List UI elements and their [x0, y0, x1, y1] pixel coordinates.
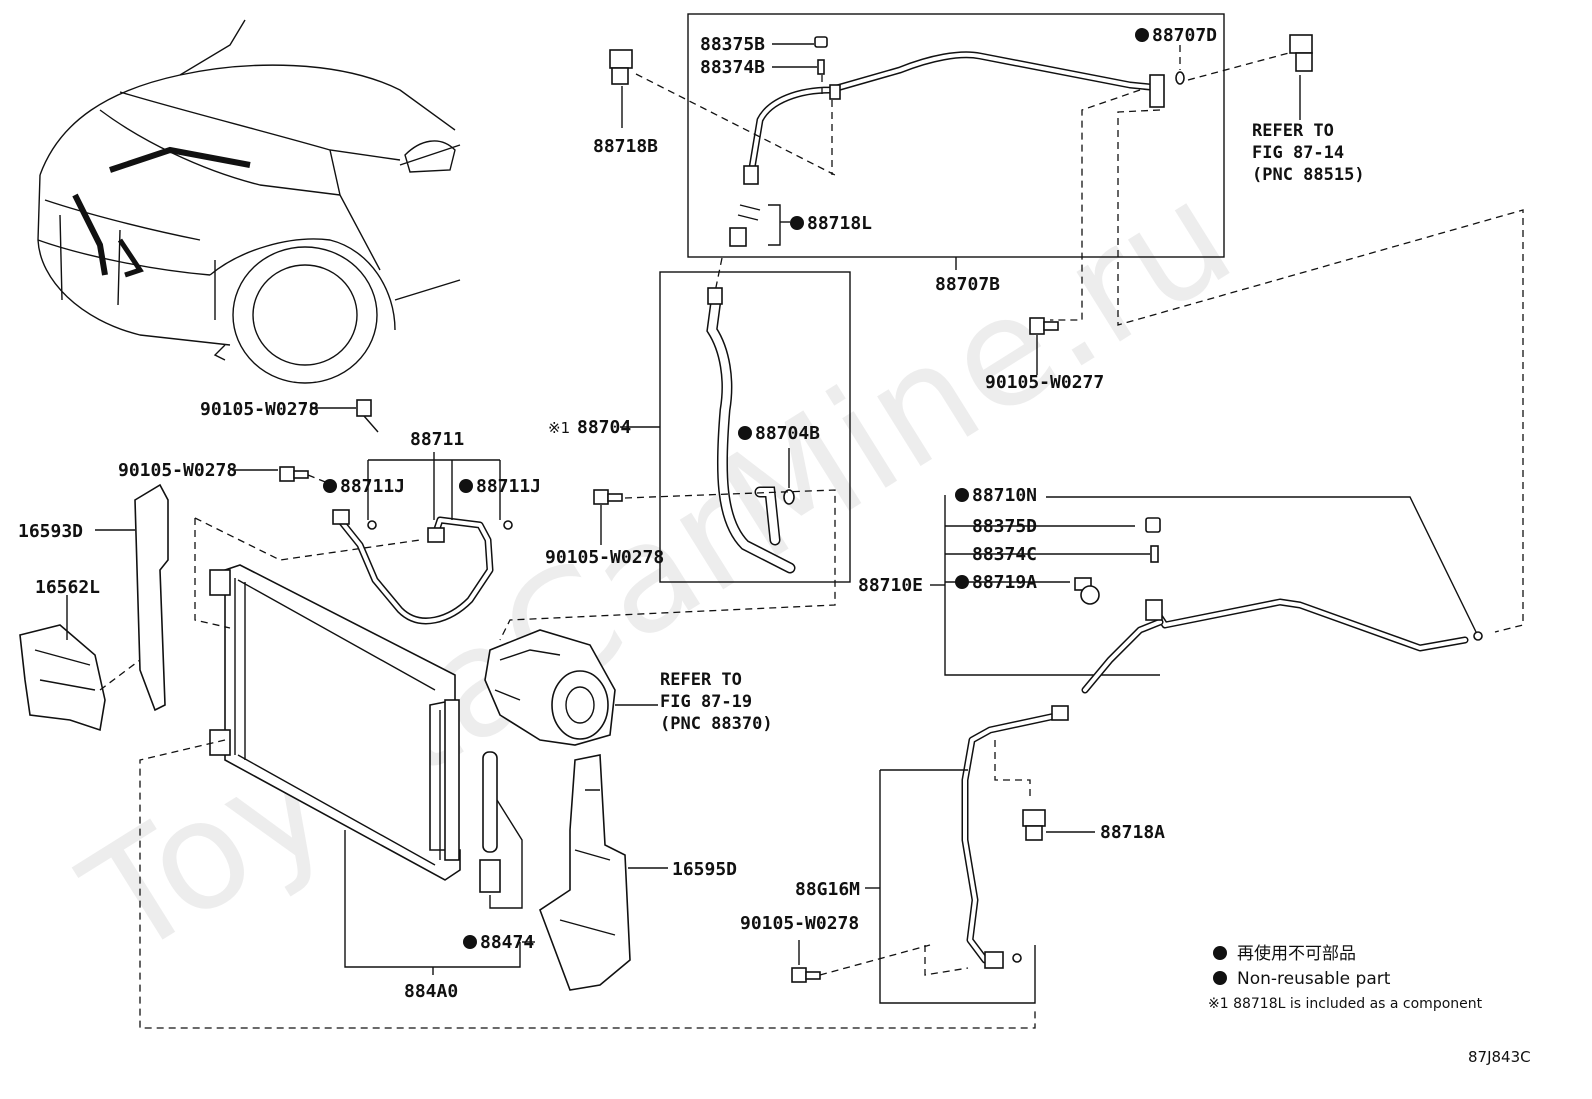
label-88g16m: 88G16M: [795, 879, 860, 900]
compressor-88370: [484, 629, 658, 746]
oring-88711j-b: [503, 520, 513, 530]
ref-fig-87-14-line1: REFER TO: [1252, 121, 1334, 141]
hose-88704: [706, 287, 796, 574]
label-88375d: 88375D: [972, 516, 1037, 537]
vehicle-illustration: [37, 19, 461, 384]
label-16562l: 16562L: [35, 577, 100, 598]
label-88707d: 88707D: [1152, 25, 1217, 46]
legend-line-ja: 再使用不可部品: [1237, 943, 1356, 964]
bolt-90105-w0278-a: [356, 399, 379, 433]
ref-fig-87-14-line2: FIG 87-14: [1252, 143, 1344, 163]
label-88374c: 88374C: [972, 544, 1037, 565]
label-88711j-a: 88711J: [340, 476, 405, 497]
seal-16562l: [19, 595, 141, 732]
label-90105-w0278-c: 90105-W0278: [545, 547, 664, 568]
label-88711: 88711: [410, 429, 464, 450]
tube-88707b: [743, 51, 1165, 185]
label-90105-w0278-d: 90105-W0278: [740, 913, 859, 934]
cap-88375b: [814, 36, 828, 48]
condenser-884a0: [209, 564, 461, 881]
pipe-88711: [332, 509, 494, 625]
label-90105-w0278-a: 90105-W0278: [200, 399, 319, 420]
label-16593d: 16593D: [18, 521, 83, 542]
core-88374b: [817, 59, 825, 75]
cap-88375d: [1145, 517, 1161, 533]
label-88707b: 88707B: [935, 274, 1000, 295]
label-88718l: 88718L: [807, 213, 872, 234]
label-88704: 88704: [577, 417, 631, 438]
ref-fig-87-19-line3: (PNC 88370): [660, 714, 773, 734]
legend-line-en: Non-reusable part: [1237, 969, 1391, 989]
ref-fig-87-19-line1: REFER TO: [660, 670, 742, 690]
label-16595d: 16595D: [672, 859, 737, 880]
note-star-1: ※1: [548, 419, 570, 437]
tube-88710e: [1081, 598, 1483, 694]
clamp-88718a: [1022, 809, 1095, 841]
label-884a0: 884A0: [404, 981, 458, 1002]
connector-88515: [1289, 34, 1313, 120]
bolt-90105-w0277: [1029, 317, 1059, 375]
clamp-88718b: [609, 49, 633, 128]
core-88374c: [1150, 545, 1159, 563]
label-88710e: 88710E: [858, 575, 923, 596]
desiccant-88474: [479, 751, 501, 893]
oring-88707d: [1175, 71, 1185, 85]
label-88711j-b: 88711J: [476, 476, 541, 497]
ref-fig-87-19-line2: FIG 87-19: [660, 692, 752, 712]
label-88375b: 88375B: [700, 34, 765, 55]
bolt-90105-w0278-d: [791, 940, 821, 983]
seal-16593d: [95, 483, 169, 712]
seal-16595d: [539, 754, 668, 991]
label-88719a: 88719A: [972, 572, 1037, 593]
label-88474: 88474: [480, 932, 534, 953]
label-88710n: 88710N: [972, 485, 1037, 506]
legend: 再使用不可部品 Non-reusable part ※1 88718L is i…: [1208, 943, 1483, 1012]
bolt-90105-w0278-c: [593, 489, 623, 545]
label-90105-w0278-b: 90105-W0278: [118, 460, 237, 481]
label-88718b: 88718B: [593, 136, 658, 157]
figure-code: 87J843C: [1468, 1048, 1531, 1066]
oring-88704b: [783, 489, 795, 505]
label-90105-w0277: 90105-W0277: [985, 372, 1104, 393]
label-88704b: 88704B: [755, 423, 820, 444]
ref-fig-87-14-line3: (PNC 88515): [1252, 165, 1365, 185]
label-88718a: 88718A: [1100, 822, 1165, 843]
label-88374b: 88374B: [700, 57, 765, 78]
plug-88719a: [1074, 577, 1100, 605]
oring-88g16m: [1012, 953, 1022, 963]
tube-88g16m: [961, 705, 1069, 969]
clamp-88718l: [729, 204, 790, 247]
oring-88711j-a: [367, 520, 377, 530]
legend-line-note: ※1 88718L is included as a component: [1208, 996, 1483, 1012]
